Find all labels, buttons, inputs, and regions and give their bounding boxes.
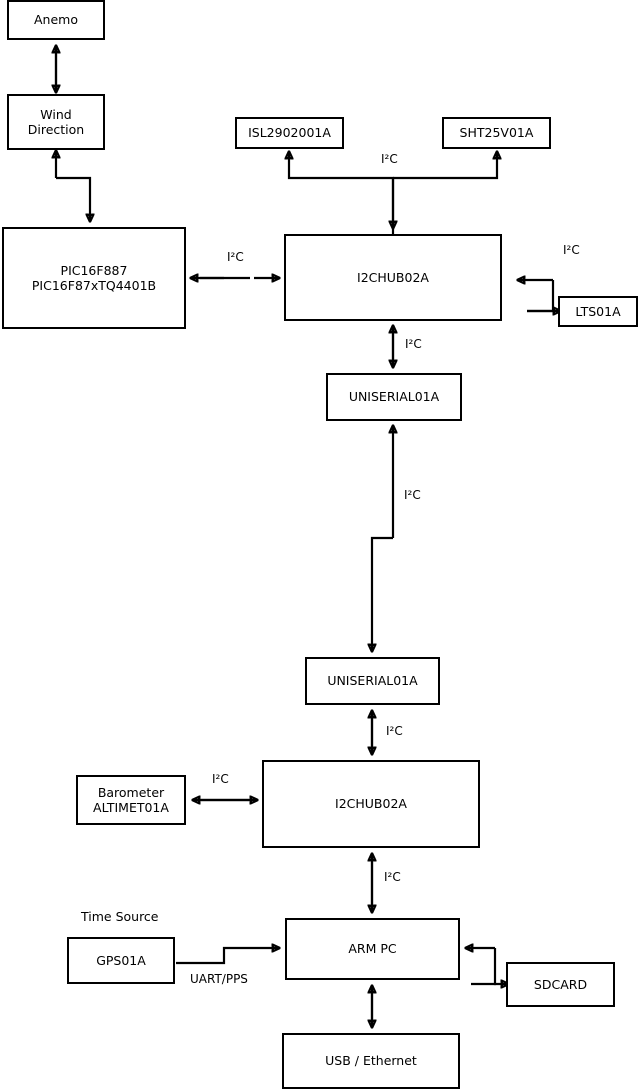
edge-hub-sht [393,152,497,180]
node-arm-pc[interactable]: ARM PC [285,918,460,980]
node-pic-mcu[interactable]: PIC16F887 PIC16F87xTQ4401B [2,227,186,329]
edge-label-hub2-arm-i2c: I²C [384,870,401,884]
node-sht25v01a[interactable]: SHT25V01A [442,117,551,149]
edge-hub-isl [289,152,395,234]
edge-label-hub-lts-i2c: I²C [563,243,580,257]
node-barometer-altimet01a[interactable]: Barometer ALTIMET01A [76,775,186,825]
edge-hub-lts-jog [551,280,555,313]
edge-wind-pic-down [56,176,90,221]
node-usb-ethernet[interactable]: USB / Ethernet [282,1033,460,1089]
node-lts01a[interactable]: LTS01A [558,296,638,327]
label-time-source: Time Source [81,909,159,924]
edge-label-baro-hub2-i2c: I²C [212,772,229,786]
node-sdcard[interactable]: SDCARD [506,962,615,1007]
edge-label-hub-uni-i2c: I²C [405,337,422,351]
edge-label-pic-hub-i2c: I²C [227,250,244,264]
edge-label-uni-hub2-i2c: I²C [386,724,403,738]
edge-label-gps-arm-uart: UART/PPS [190,972,248,986]
node-i2chub02a-top[interactable]: I2CHUB02A [284,234,502,321]
node-gps01a[interactable]: GPS01A [67,937,175,984]
node-wind-direction[interactable]: Wind Direction [7,94,105,150]
node-uniserial01a-top[interactable]: UNISERIAL01A [326,373,462,421]
edge-uni-uni-down [372,536,393,651]
node-isl2902001a[interactable]: ISL2902001A [235,117,344,149]
edge-arm-sd-jog [493,948,497,986]
node-anemo[interactable]: Anemo [7,0,105,40]
edge-gps-arm [176,948,279,965]
edge-label-isl-sht-i2c: I²C [381,152,398,166]
node-uniserial01a-bottom[interactable]: UNISERIAL01A [305,657,440,705]
edge-label-uni-uni-i2c: I²C [404,488,421,502]
node-i2chub02a-bottom[interactable]: I2CHUB02A [262,760,480,848]
